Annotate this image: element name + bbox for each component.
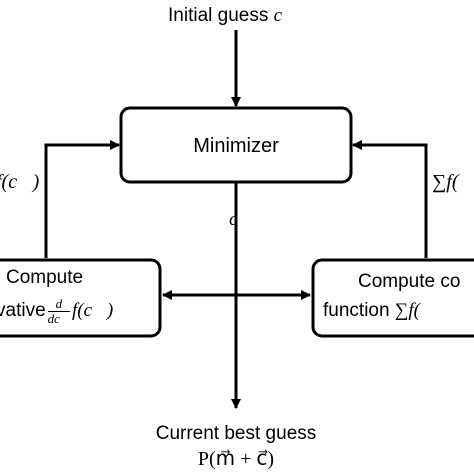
initial-guess-text: Initial guess xyxy=(168,5,269,26)
initial-guess-symbol: c⃗ xyxy=(273,5,297,26)
fraction-denominator: dc⃗ xyxy=(47,310,71,326)
cost-line1: Compute co xyxy=(358,271,461,292)
output-line1: Current best guess xyxy=(155,423,317,444)
derivative-function: f(c⃗) xyxy=(72,300,114,322)
minimizer-label: Minimizer xyxy=(193,135,279,157)
cost-line2-text: function xyxy=(323,300,390,321)
right-feedback-label: ∑f( xyxy=(432,171,459,193)
derivative-line1: Compute xyxy=(6,267,84,288)
cost-box xyxy=(311,258,474,338)
left-feedback-arrow xyxy=(44,140,120,258)
center-c-vector-label: c⃗ xyxy=(229,209,253,230)
derivative-line2-text: vative xyxy=(0,300,46,322)
left-feedback-label: f(c⃗) xyxy=(0,171,40,193)
right-feedback-arrow xyxy=(352,140,428,258)
fraction-numerator: d xyxy=(47,297,71,312)
derivative-box xyxy=(0,258,162,338)
minimizer-box xyxy=(119,106,353,184)
output-line2: P(m⃗ + c⃗) xyxy=(197,448,275,470)
cost-function: ∑f( xyxy=(394,300,420,321)
cost-line2: function ∑f( xyxy=(323,301,420,320)
initial-guess-label: Initial guess c⃗ xyxy=(168,6,297,25)
